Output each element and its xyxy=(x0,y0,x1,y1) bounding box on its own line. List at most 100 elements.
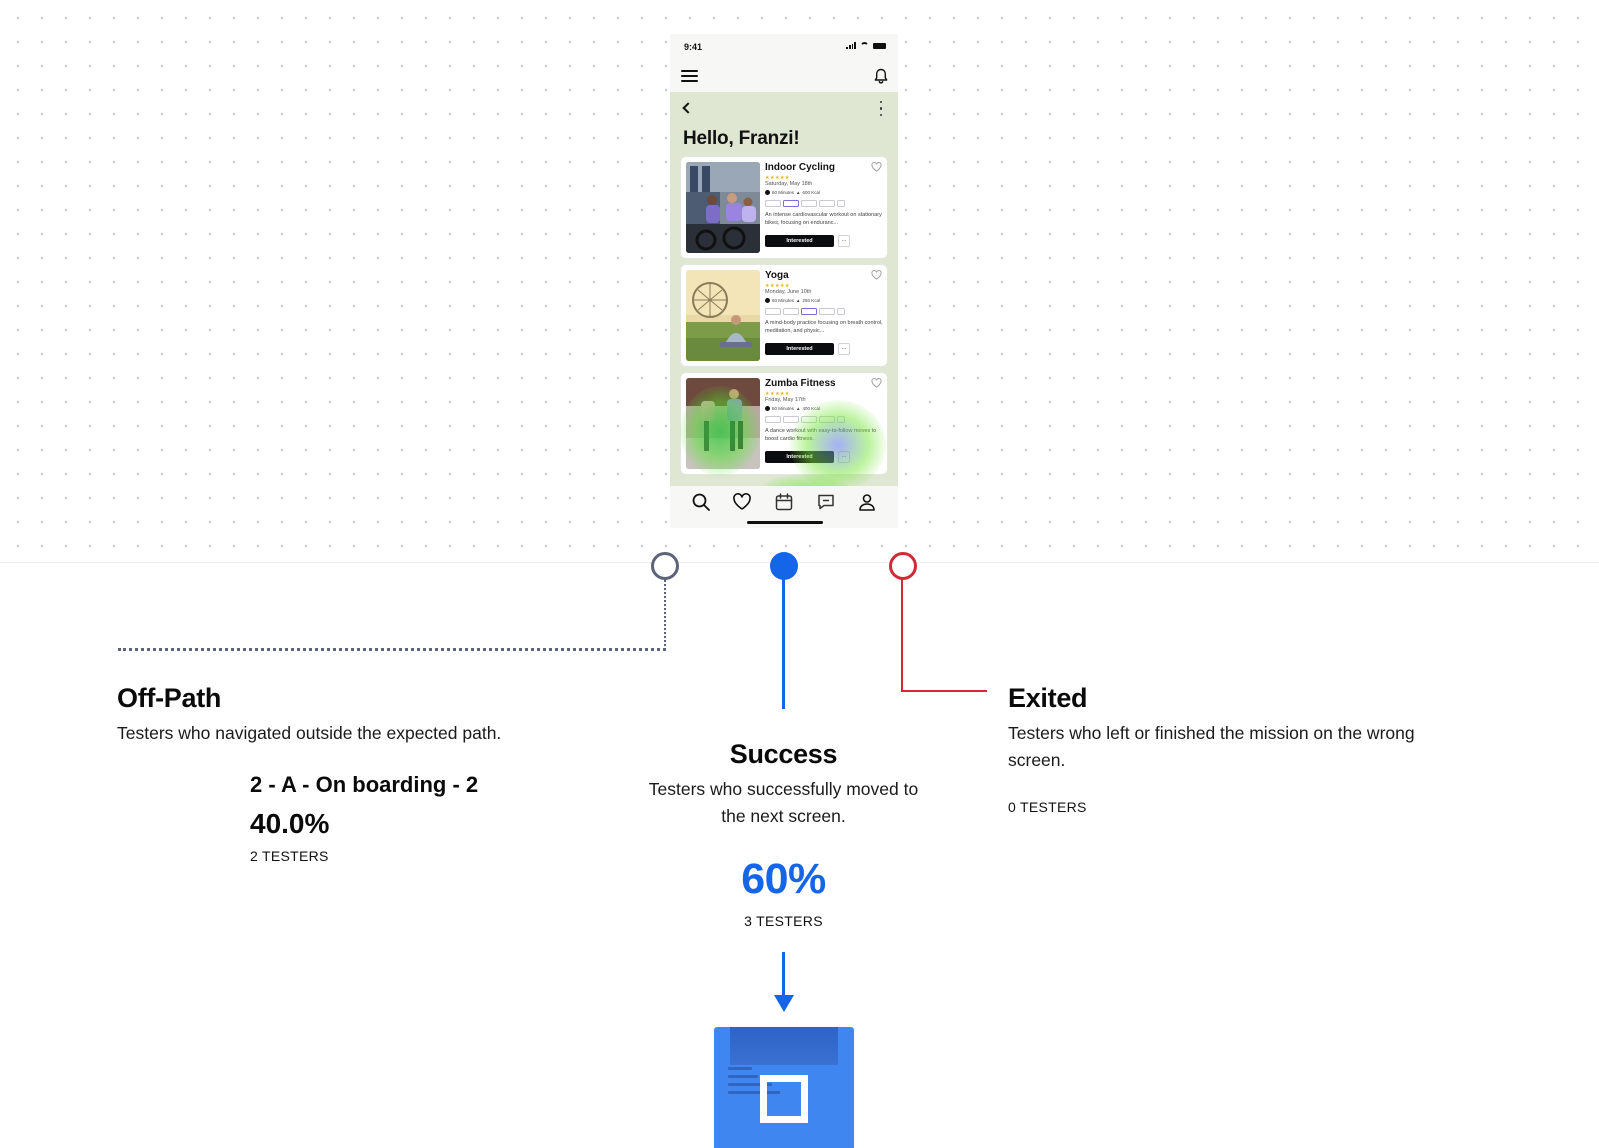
calendar-icon[interactable] xyxy=(774,492,794,512)
back-chevron-icon[interactable] xyxy=(682,102,694,114)
class-date: Monday, June 10th xyxy=(765,289,812,295)
rating-stars: ★★★★★ xyxy=(765,283,790,289)
class-meta: 60 Minutes ▲ 250 Kcal xyxy=(765,298,820,303)
class-description: A mind-body practice focusing on breath … xyxy=(765,320,883,334)
chat-icon[interactable] xyxy=(816,492,836,512)
time-slot[interactable] xyxy=(783,416,799,423)
interested-button[interactable]: Interested xyxy=(765,451,834,463)
success-testers: 3 TESTERS xyxy=(744,913,823,929)
status-bar: 9:41 xyxy=(670,34,898,60)
class-duration: 60 Minutes xyxy=(772,298,795,303)
bottom-tab-bar xyxy=(670,486,898,528)
time-slots xyxy=(765,416,845,423)
next-screen-thumbnail[interactable] xyxy=(714,1027,854,1148)
greeting-title: Hello, Franzi! xyxy=(683,128,800,149)
clock-icon xyxy=(765,298,770,303)
time-slot[interactable] xyxy=(819,416,835,423)
time-slots xyxy=(765,308,845,315)
time-slot[interactable] xyxy=(837,416,845,423)
class-description: An intense cardiovascular workout on sta… xyxy=(765,212,882,226)
class-meta: 60 Minutes ▲ 400 Kcal xyxy=(765,406,820,411)
exited-title: Exited xyxy=(1008,683,1088,713)
exited-node[interactable] xyxy=(889,552,917,580)
home-indicator xyxy=(747,521,823,524)
search-icon[interactable] xyxy=(691,492,711,512)
class-date: Friday, May 17th xyxy=(765,397,806,403)
arrow-down-icon xyxy=(774,995,794,1012)
time-slot[interactable] xyxy=(837,200,845,207)
exited-description: Testers who left or finished the mission… xyxy=(1008,723,1415,770)
class-card-zumba-fitness[interactable]: Zumba Fitness ★★★★★ Friday, May 17th 60 … xyxy=(681,373,887,474)
class-card-indoor-cycling[interactable]: Indoor Cycling ★★★★★ Saturday, May 18th … xyxy=(681,157,887,258)
next-screen-text-lines xyxy=(728,1067,788,1099)
next-screen-arrow xyxy=(782,952,785,998)
interested-button[interactable]: Interested xyxy=(765,343,834,355)
off-path-testers: 2 TESTERS xyxy=(250,848,329,864)
more-button[interactable]: ... xyxy=(838,235,850,247)
battery-icon xyxy=(873,42,886,49)
exited-testers: 0 TESTERS xyxy=(1008,799,1087,815)
off-path-title: Off-Path xyxy=(117,683,222,713)
clock-icon xyxy=(765,406,770,411)
exited-connector xyxy=(901,579,903,692)
time-slot[interactable] xyxy=(837,308,845,315)
more-button[interactable]: ... xyxy=(838,451,850,463)
signal-icon xyxy=(846,42,856,49)
more-button[interactable]: ... xyxy=(838,343,850,355)
time-slot[interactable] xyxy=(819,308,835,315)
time-slot[interactable] xyxy=(801,200,817,207)
phone-screen-preview[interactable]: 9:41 Hello, Franzi! xyxy=(670,34,898,528)
class-calories: 400 Kcal xyxy=(802,406,820,411)
bell-icon[interactable] xyxy=(874,68,888,84)
menu-icon[interactable] xyxy=(681,70,698,82)
time-slot[interactable] xyxy=(783,200,799,207)
interested-button[interactable]: Interested xyxy=(765,235,834,247)
class-image xyxy=(686,162,760,253)
off-path-node[interactable] xyxy=(651,552,679,580)
rating-stars: ★★★★★ xyxy=(765,391,790,397)
class-card-yoga[interactable]: Yoga ★★★★★ Monday, June 10th 60 Minutes … xyxy=(681,265,887,366)
off-path-connector xyxy=(664,580,666,650)
class-title: Zumba Fitness xyxy=(765,378,836,389)
status-time: 9:41 xyxy=(684,42,703,52)
class-description: A dance workout with easy-to-follow move… xyxy=(765,428,877,442)
off-path-screen-name[interactable]: 2 - A - On boarding - 2 xyxy=(250,772,479,797)
tap-target-marker xyxy=(760,1075,808,1123)
rating-stars: ★★★★★ xyxy=(765,175,790,181)
time-slot[interactable] xyxy=(765,308,781,315)
success-node[interactable] xyxy=(770,552,798,580)
success-percent: 60% xyxy=(741,855,826,903)
time-slot[interactable] xyxy=(819,200,835,207)
off-path-description: Testers who navigated outside the expect… xyxy=(117,723,502,743)
favorite-heart-icon[interactable] xyxy=(871,378,882,388)
flame-icon: ▲ xyxy=(796,406,801,411)
app-top-bar xyxy=(670,60,898,92)
time-slot[interactable] xyxy=(801,308,817,315)
more-options-icon[interactable] xyxy=(880,101,883,116)
off-path-percent: 40.0% xyxy=(250,808,330,839)
favorite-heart-icon[interactable] xyxy=(871,270,882,280)
success-description: Testers who successfully moved to the ne… xyxy=(648,779,919,826)
profile-icon[interactable] xyxy=(857,492,877,512)
next-screen-image xyxy=(730,1027,838,1065)
class-calories: 250 Kcal xyxy=(802,298,820,303)
flame-icon: ▲ xyxy=(796,190,801,195)
class-meta: 60 Minutes ▲ 600 Kcal xyxy=(765,190,820,195)
time-slot[interactable] xyxy=(801,416,817,423)
exited-connector xyxy=(901,690,987,692)
class-title: Yoga xyxy=(765,270,789,281)
class-duration: 60 Minutes xyxy=(772,406,795,411)
class-date: Saturday, May 18th xyxy=(765,181,813,187)
heart-icon[interactable] xyxy=(732,492,752,512)
time-slot[interactable] xyxy=(765,200,781,207)
feed-content: Hello, Franzi! xyxy=(670,92,898,520)
time-slot[interactable] xyxy=(783,308,799,315)
favorite-heart-icon[interactable] xyxy=(871,162,882,172)
success-connector xyxy=(782,578,785,709)
off-path-connector xyxy=(118,648,666,651)
time-slot[interactable] xyxy=(765,416,781,423)
status-icons xyxy=(846,42,886,49)
clock-icon xyxy=(765,190,770,195)
class-calories: 600 Kcal xyxy=(802,190,820,195)
class-duration: 60 Minutes xyxy=(772,190,795,195)
